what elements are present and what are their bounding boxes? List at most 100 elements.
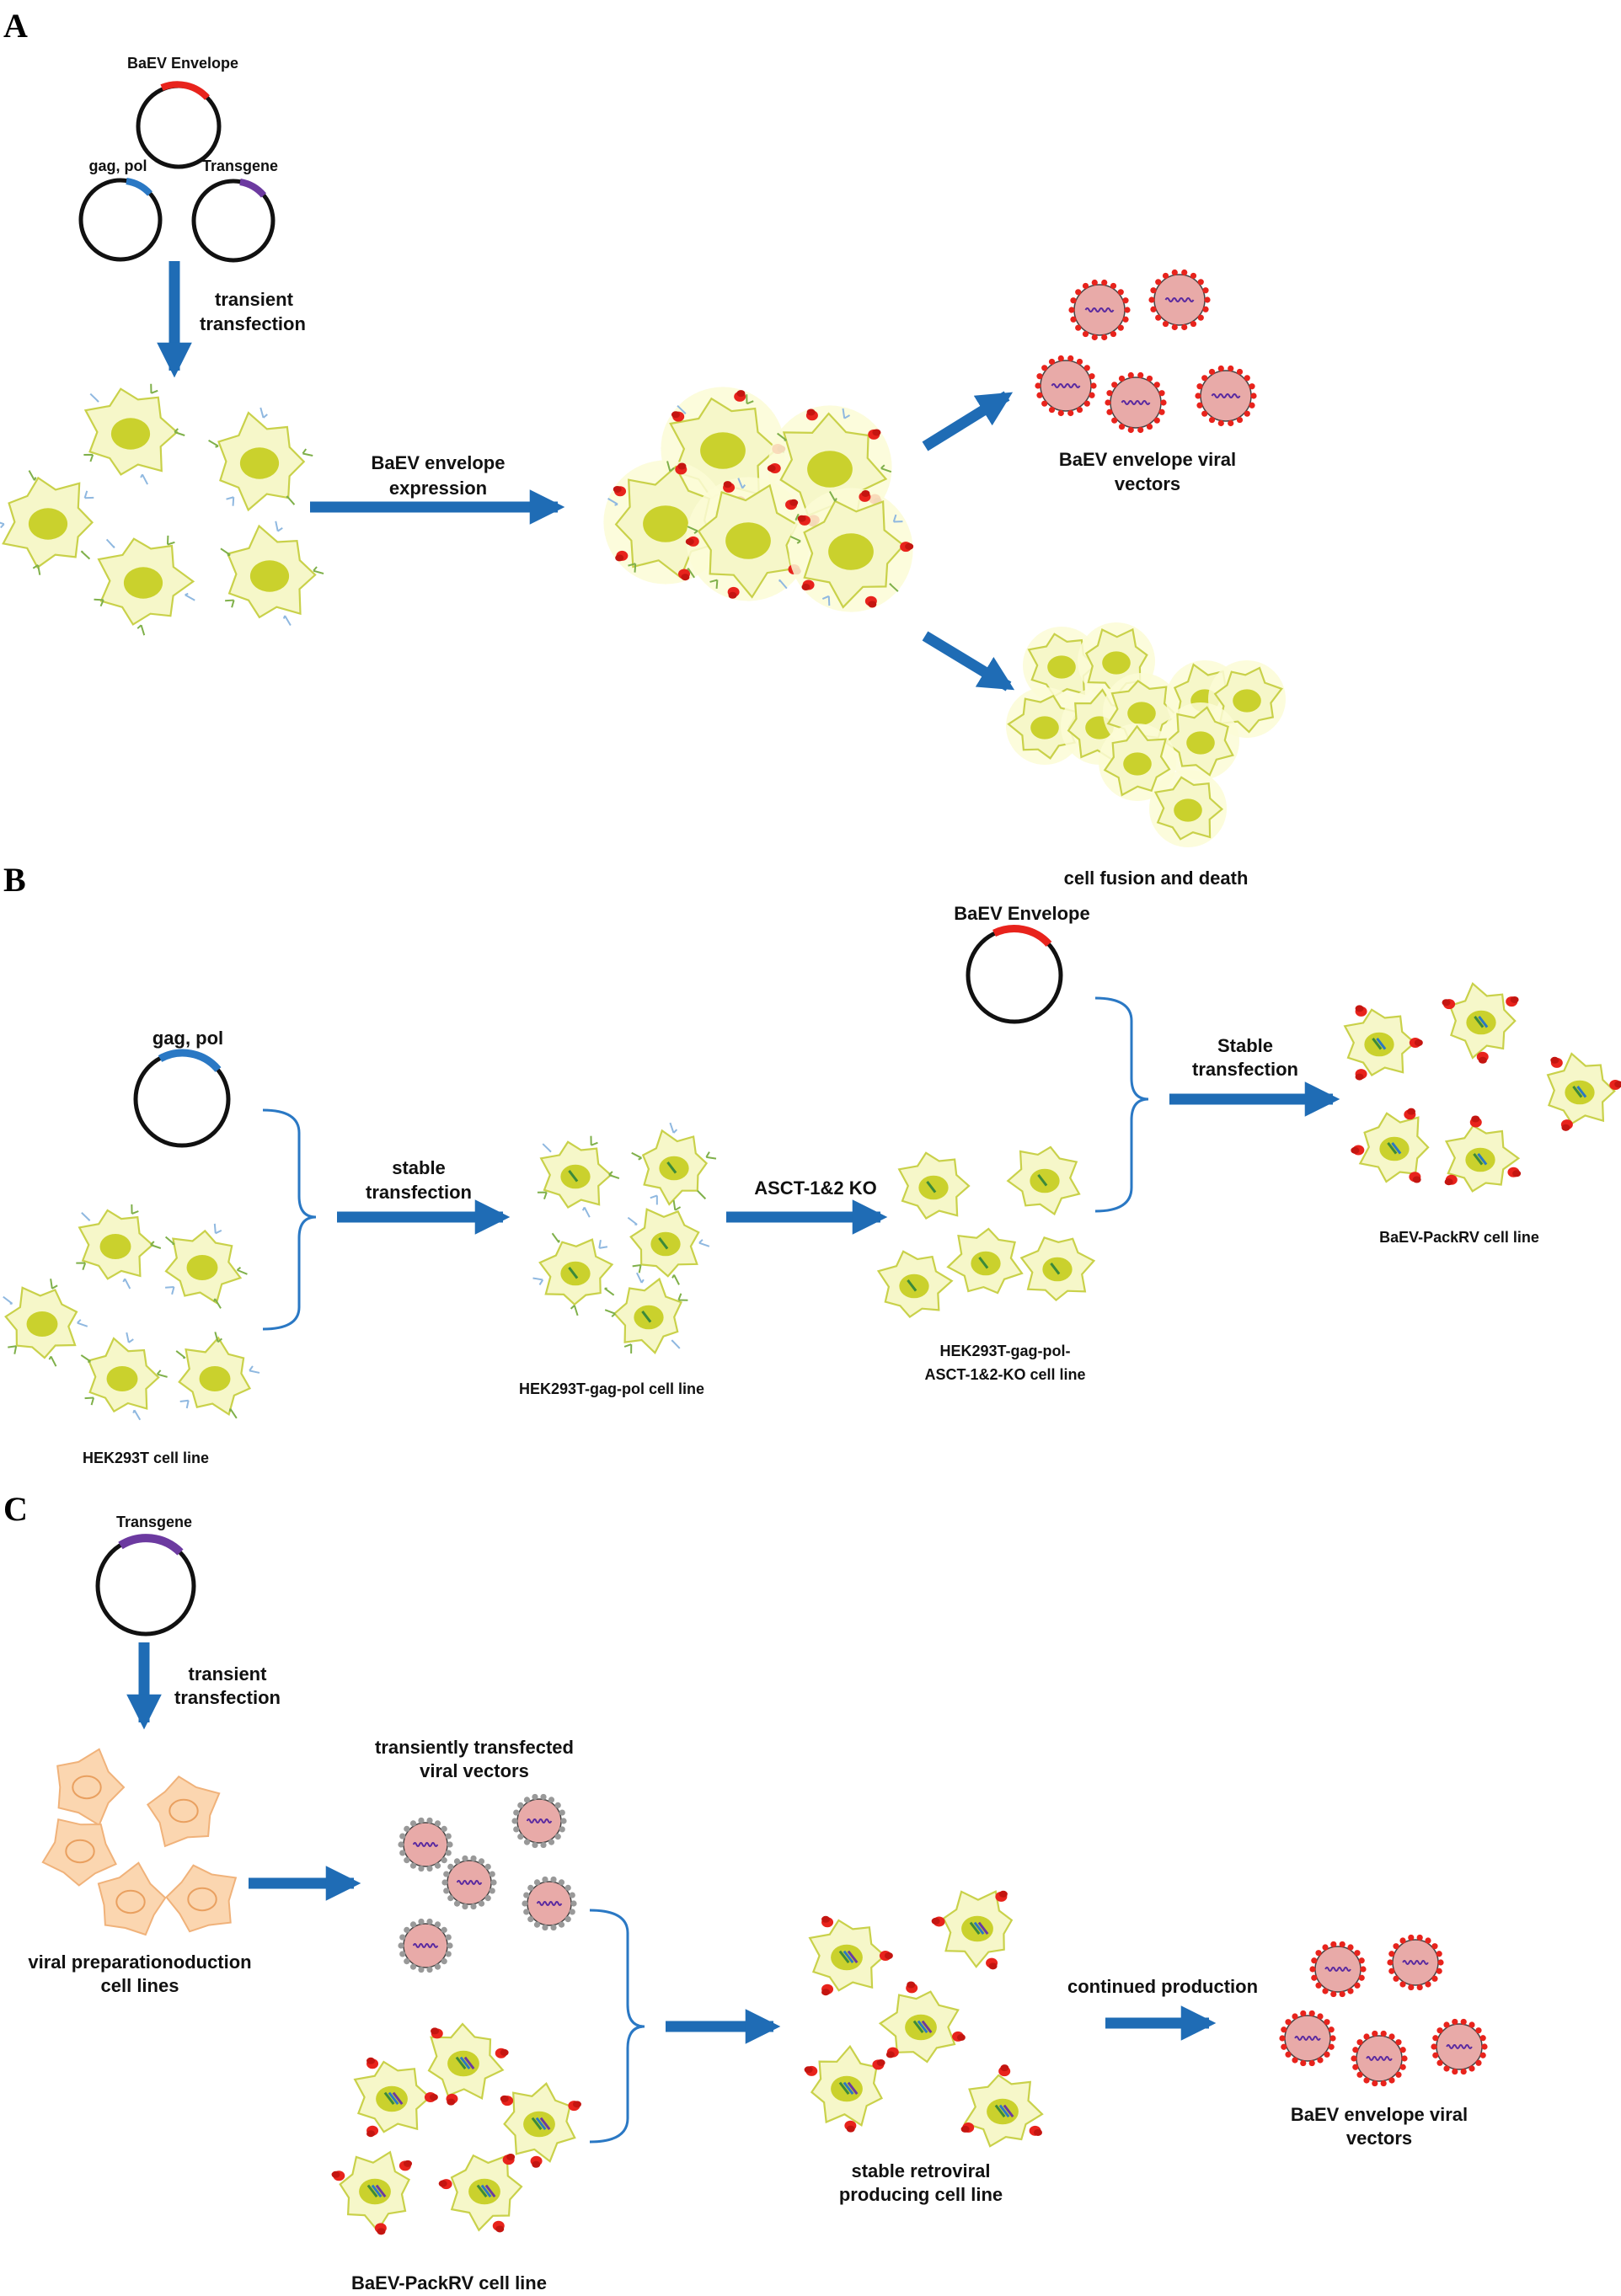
envelope-protein-icon	[960, 2125, 970, 2133]
envelope-protein-icon	[988, 1962, 998, 1970]
envelope-protein-icon	[1478, 1056, 1487, 1064]
c-vectors-label-1: BaEV envelope viral	[1291, 2104, 1468, 2125]
virion-icon	[522, 1876, 577, 1931]
gene-insert-icon	[1037, 1174, 1048, 1187]
envelope-dot	[1436, 1951, 1442, 1957]
a-arrow-expression-label-2: expression	[389, 478, 487, 499]
envelope-dot	[1395, 2071, 1402, 2078]
envelope-dot	[1431, 2043, 1437, 2050]
b-arrow-stable-1-label-1: stable	[392, 1157, 446, 1178]
gene-insert-icon	[388, 2091, 399, 2106]
virion-icon	[1195, 365, 1257, 427]
cell-nucleus	[1465, 1147, 1495, 1172]
gene-insert-icon	[969, 1921, 981, 1936]
receptor-icon	[842, 408, 851, 419]
envelope-dot	[1208, 416, 1216, 424]
envelope-dot	[1068, 307, 1075, 313]
envelope-dot	[1082, 330, 1089, 338]
envelope-protein-icon	[1355, 1005, 1364, 1012]
receptor-icon	[150, 1241, 162, 1249]
cell-nucleus	[1127, 702, 1156, 725]
receptor-icon	[213, 1298, 222, 1309]
c-continued-label: continued production	[1067, 1976, 1258, 1997]
envelope-protein-icon	[1442, 999, 1451, 1007]
cell-nucleus	[831, 2075, 863, 2102]
envelope-dot	[441, 1926, 447, 1933]
envelope-dot	[1122, 297, 1129, 304]
envelope-protein-icon	[366, 2130, 376, 2138]
envelope-dot	[1436, 2059, 1443, 2066]
receptor-icon	[821, 595, 831, 606]
envelope-protein-icon	[438, 2180, 447, 2187]
envelope-dot	[1048, 358, 1056, 366]
receptor-icon	[671, 1339, 681, 1349]
envelope-protein-icon	[1407, 1108, 1416, 1115]
envelope-protein-icon	[1000, 2064, 1009, 2072]
envelope-dot	[1048, 406, 1056, 414]
envelope-dot	[1070, 316, 1077, 323]
cell-nucleus	[249, 560, 290, 592]
receptor-icon	[89, 392, 99, 403]
cell	[94, 535, 195, 636]
gene-insert-icon	[1572, 1086, 1583, 1098]
gene-insert-icon	[484, 2184, 496, 2198]
a-fusion-label: cell fusion and death	[1064, 868, 1249, 889]
c-stable-label-2: producing cell line	[839, 2184, 1003, 2205]
cell-nucleus	[971, 1251, 1001, 1276]
envelope-protein-icon	[1510, 996, 1519, 1003]
envelope-protein-icon	[956, 2034, 966, 2042]
receptor-icon	[220, 547, 231, 557]
envelope-protein-icon	[885, 2051, 895, 2058]
rna-genome-icon	[1211, 393, 1241, 398]
envelope-dot	[550, 1876, 557, 1883]
envelope-dot	[523, 1909, 530, 1915]
gene-insert-icon	[1003, 2104, 1014, 2118]
a-plasmid-gagpol	[78, 178, 163, 262]
envelope-dot	[418, 1817, 425, 1824]
envelope-protein-icon	[500, 2048, 509, 2056]
envelope-protein-icon	[1414, 1039, 1423, 1046]
envelope-dot	[1308, 2010, 1315, 2017]
envelope-dot	[1408, 1984, 1415, 1991]
envelope-dot	[564, 1884, 571, 1891]
envelope-dot	[1236, 368, 1244, 376]
envelope-dot	[478, 1858, 485, 1865]
envelope-dot	[1101, 279, 1108, 286]
cell	[960, 2064, 1044, 2148]
cell	[427, 2022, 509, 2106]
envelope-dot	[1155, 279, 1162, 286]
envelope-protein-icon	[876, 2059, 885, 2067]
cell-membrane	[146, 1775, 221, 1848]
receptor-icon	[126, 1332, 134, 1343]
envelope-dot	[441, 1958, 447, 1965]
envelope-dot	[1425, 1937, 1431, 1944]
envelope-dot	[1460, 2068, 1467, 2075]
envelope-dot	[1328, 2026, 1335, 2033]
envelope-dot	[1443, 2021, 1450, 2028]
receptor-icon	[623, 1343, 633, 1354]
envelope-dot	[1347, 1988, 1354, 1994]
envelope-dot	[1469, 2065, 1475, 2072]
panel-c: Transgene transient transfection viral p…	[28, 1514, 1488, 2293]
envelope-protein-icon	[821, 1989, 831, 1996]
prep-cell	[146, 1775, 221, 1848]
b-arrow-stable-2-label-2: transfection	[1192, 1059, 1298, 1080]
gene-insert-icon	[392, 2091, 404, 2106]
cell-membrane	[165, 1864, 238, 1933]
a-vectors-label-1: BaEV envelope viral	[1059, 449, 1236, 470]
envelope-dot	[1083, 400, 1090, 407]
envelope-dot	[554, 1802, 561, 1808]
cell-nucleus	[199, 1366, 231, 1391]
envelope-protein-icon	[1412, 1176, 1421, 1183]
cell-nucleus	[110, 418, 151, 450]
envelope-protein-icon	[615, 554, 624, 562]
gene-insert-icon	[531, 2117, 543, 2131]
receptor-icon	[631, 1151, 642, 1161]
b-arrow-ko-label: ASCT-1&2 KO	[754, 1177, 876, 1199]
cell-nucleus	[468, 2178, 500, 2205]
virion-icon	[1351, 2030, 1408, 2087]
envelope-protein-icon	[723, 481, 732, 489]
panel-a: BaEV Envelope gag, pol Transgene transie…	[0, 55, 1286, 889]
envelope-dot	[489, 1888, 495, 1894]
envelope-dot	[1281, 2026, 1287, 2033]
